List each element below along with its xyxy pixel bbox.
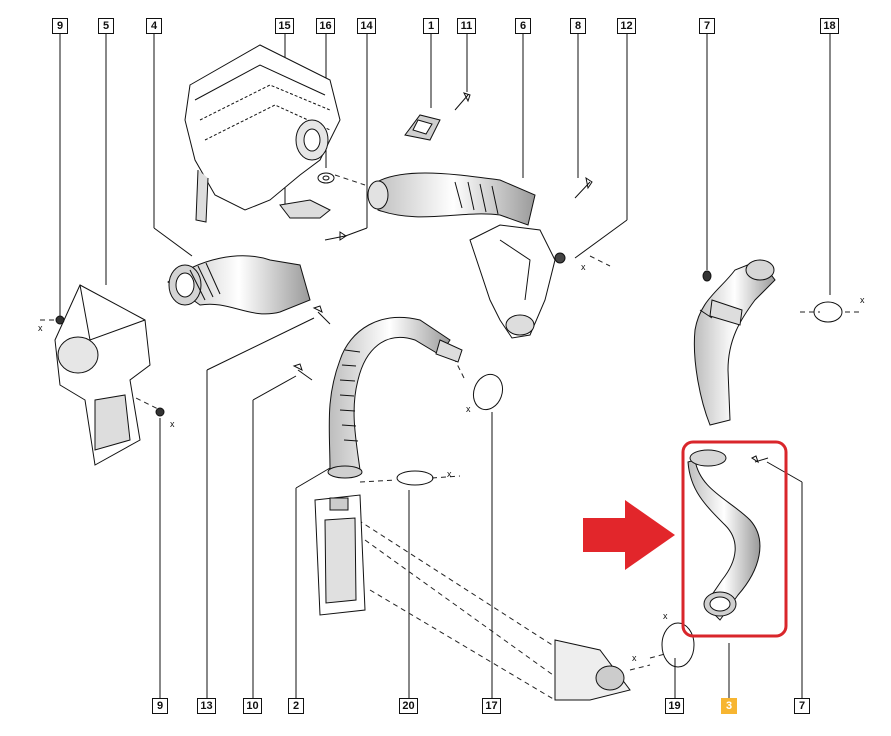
x-marker: x — [632, 653, 637, 663]
screw-part — [751, 455, 769, 464]
callout-top-12: 12 — [617, 18, 636, 34]
x-marker: x — [581, 262, 586, 272]
gasket-ring — [396, 470, 434, 486]
x-marker: x — [860, 295, 865, 305]
highlight-box — [681, 440, 788, 638]
lower-hose-part — [687, 449, 761, 621]
callout-bottom-10: 10 — [243, 698, 262, 714]
bracket-part — [279, 199, 331, 219]
screw-part — [324, 231, 347, 241]
gasket-ring — [661, 622, 695, 668]
center-hose-part — [327, 316, 463, 479]
callout-bottom-13: 13 — [197, 698, 216, 714]
nut-part — [554, 252, 566, 264]
callout-top-4: 4 — [146, 18, 162, 34]
gasket-ring — [472, 373, 504, 411]
right-upper-hose-part — [693, 259, 776, 426]
intercooler-part — [314, 494, 631, 701]
callout-top-1: 1 — [423, 18, 439, 34]
nut-part — [55, 315, 65, 325]
grommet-part — [317, 172, 335, 184]
callout-bottom-7: 7 — [794, 698, 810, 714]
x-marker: x — [447, 469, 452, 479]
callout-bottom-2: 2 — [288, 698, 304, 714]
air-duct-part — [54, 284, 151, 466]
callout-top-6: 6 — [515, 18, 531, 34]
callout-top-7: 7 — [699, 18, 715, 34]
callout-bottom-20: 20 — [399, 698, 418, 714]
callout-top-16: 16 — [316, 18, 335, 34]
air-filter-housing — [184, 44, 341, 223]
x-marker: x — [170, 419, 175, 429]
elbow-hose-part — [167, 255, 311, 315]
callout-bottom-3-highlighted: 3 — [721, 698, 737, 714]
gasket-ring — [813, 301, 843, 323]
callout-bottom-19: 19 — [665, 698, 684, 714]
bolt-part — [312, 305, 331, 325]
red-arrow-icon — [583, 500, 675, 570]
callout-top-9: 9 — [52, 18, 68, 34]
valve-body-part — [469, 224, 556, 339]
bolt-part — [574, 176, 593, 199]
x-marker: x — [466, 404, 471, 414]
callout-bottom-17: 17 — [482, 698, 501, 714]
x-marker: x — [663, 611, 668, 621]
callout-top-8: 8 — [570, 18, 586, 34]
screw-part — [454, 92, 471, 111]
nut-part — [155, 407, 165, 417]
callout-top-14: 14 — [357, 18, 376, 34]
screw-part — [292, 363, 313, 381]
callout-bottom-9: 9 — [152, 698, 168, 714]
callout-top-11: 11 — [457, 18, 476, 34]
callout-top-15: 15 — [275, 18, 294, 34]
x-marker: x — [38, 323, 43, 333]
upper-hose-part — [367, 172, 536, 226]
callout-top-18: 18 — [820, 18, 839, 34]
callout-top-5: 5 — [98, 18, 114, 34]
bolt-part — [702, 270, 712, 282]
sensor-part — [404, 114, 441, 141]
